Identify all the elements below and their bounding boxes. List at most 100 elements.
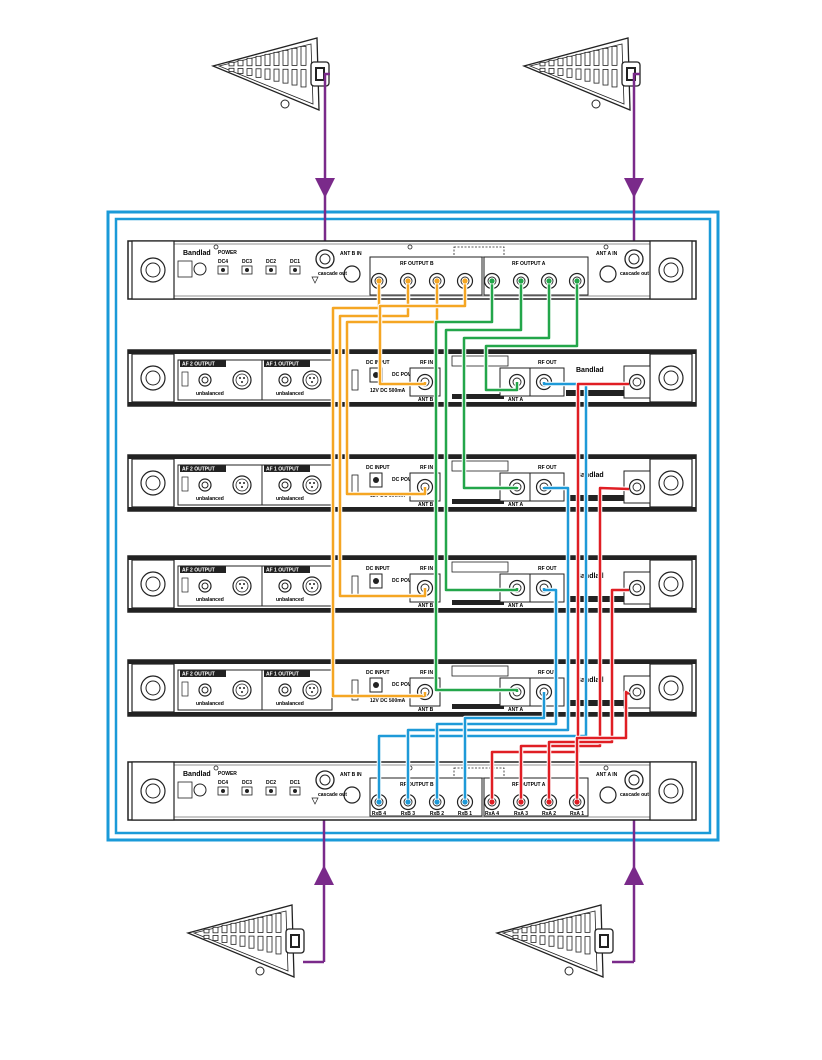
chassis-top-edge xyxy=(128,556,696,560)
cable-connector xyxy=(545,277,553,285)
antenna-element xyxy=(566,935,573,951)
cable-blue-3 xyxy=(435,588,558,802)
cable-green-2 xyxy=(444,281,523,592)
af1-output-label: AF 1 OUTPUT xyxy=(266,362,299,368)
antenna-element xyxy=(530,924,537,934)
arrow-up-icon xyxy=(624,865,644,885)
cable-connector xyxy=(461,277,469,285)
dc-input-pin xyxy=(373,682,379,688)
usb-port xyxy=(351,369,359,391)
chassis-top-edge xyxy=(128,660,696,664)
af1-output-label: AF 1 OUTPUT xyxy=(266,672,299,678)
antenna-element xyxy=(246,68,253,76)
antenna-element xyxy=(246,57,253,67)
rf-out-label: RF OUT xyxy=(538,670,557,676)
unbalanced-label: unbalanced xyxy=(276,391,304,397)
antenna-connector-pin xyxy=(317,69,323,79)
xlr-pin xyxy=(309,583,311,585)
antenna-group xyxy=(185,37,644,978)
rack-ear-left xyxy=(131,240,175,300)
af2-output-header xyxy=(180,360,226,367)
af1-output-label: AF 1 OUTPUT xyxy=(266,568,299,574)
cable-blue-4 xyxy=(463,692,546,802)
chassis-top-edge xyxy=(128,455,696,459)
ant-b-label: ANT B xyxy=(418,603,434,609)
xlr-pin xyxy=(239,377,241,379)
af1-output-header xyxy=(264,360,310,367)
dc-spec-label: 12V DC 500mA xyxy=(370,388,406,394)
xlr-inner xyxy=(235,683,249,697)
recycle-icon xyxy=(311,797,319,805)
dc-input-label: DC INPUT xyxy=(366,465,390,471)
antenna-element xyxy=(557,935,564,949)
usb-port xyxy=(351,575,359,597)
antenna-connector-pin xyxy=(628,69,634,79)
ant-a-label: ANT A xyxy=(508,707,523,713)
xlr-pin xyxy=(243,583,245,585)
xlr-pin xyxy=(311,691,313,693)
xlr-pin xyxy=(239,482,241,484)
antenna-element xyxy=(282,68,289,84)
antenna-element xyxy=(203,928,210,934)
ant-b-in-label: ANT B IN xyxy=(340,772,362,778)
unbalanced-label: unbalanced xyxy=(276,496,304,502)
rf-in-label: RF IN xyxy=(420,360,433,366)
usb-port xyxy=(351,679,359,701)
antenna-element xyxy=(230,922,237,934)
rack-hole-inner xyxy=(663,370,679,386)
overlay xyxy=(375,277,581,806)
cable-red-3 xyxy=(547,588,629,802)
antenna-connector-pin xyxy=(292,936,298,946)
cable-connector xyxy=(488,277,496,285)
antenna-element xyxy=(221,924,228,934)
rack-hole-inner xyxy=(663,680,679,696)
cascade-out-port-a xyxy=(599,786,617,804)
antenna-element xyxy=(548,59,555,67)
xlr-inner xyxy=(235,373,249,387)
xlr-pin xyxy=(313,377,315,379)
cascade-out-port-b xyxy=(343,265,361,283)
antenna-bottom-left xyxy=(185,904,305,978)
xlr-pin xyxy=(243,377,245,379)
display-window xyxy=(451,355,509,367)
cables xyxy=(330,281,631,802)
chassis-top-edge xyxy=(128,350,696,354)
antenna-band-b xyxy=(452,394,504,399)
xlr-pin xyxy=(309,482,311,484)
dc-power-label: DC POWER xyxy=(392,372,420,378)
power-switch xyxy=(177,781,193,799)
cable-connector xyxy=(433,798,441,806)
display-window xyxy=(451,460,509,472)
antenna-connector-pin xyxy=(601,936,607,946)
af2-output-header xyxy=(180,465,226,472)
antenna-element xyxy=(264,68,271,80)
cable-connector xyxy=(573,798,581,806)
dc-output-pin xyxy=(269,789,273,793)
jack-inner xyxy=(281,582,289,590)
xlr-inner xyxy=(235,579,249,593)
af2-output-label: AF 2 OUTPUT xyxy=(182,467,215,473)
af1-output-header xyxy=(264,566,310,573)
ground-icon xyxy=(181,681,189,697)
antenna-element xyxy=(255,55,262,67)
rack-hole-inner xyxy=(663,262,679,278)
receiver-brand: Bandlad xyxy=(576,677,604,684)
xlr-pin xyxy=(241,691,243,693)
xlr-pin xyxy=(243,482,245,484)
antenna-element xyxy=(575,936,582,953)
antenna-element xyxy=(557,68,564,76)
jack-inner xyxy=(281,686,289,694)
af2-output-label: AF 2 OUTPUT xyxy=(182,672,215,678)
antenna-element xyxy=(584,51,591,66)
label-area xyxy=(453,246,505,258)
ant-a-in-label: ANT A IN xyxy=(596,251,618,257)
screw xyxy=(603,765,609,771)
xlr-pin xyxy=(241,381,243,383)
antenna-element xyxy=(521,926,528,934)
antenna-element xyxy=(275,936,282,955)
brand-text: Bandlad xyxy=(183,771,211,778)
arrow-down-icon xyxy=(624,178,644,198)
